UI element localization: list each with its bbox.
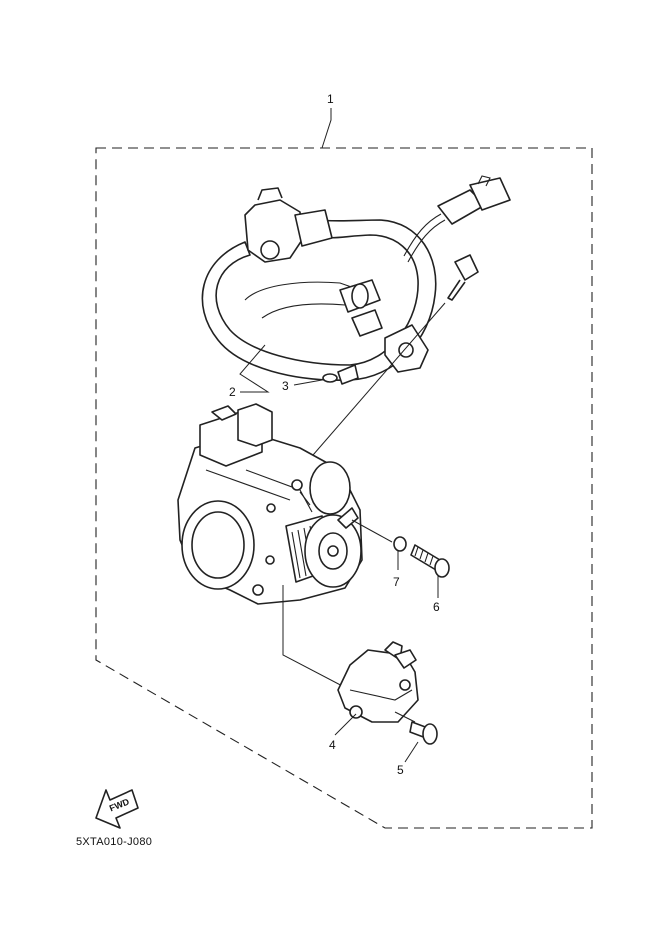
leader-4 xyxy=(334,713,357,736)
callout-4: 4 xyxy=(329,738,336,752)
leader-5 xyxy=(404,741,419,763)
callout-2: 2 xyxy=(229,385,236,399)
callout-1: 1 xyxy=(327,92,334,106)
leader-3 xyxy=(293,379,323,386)
injector-harness xyxy=(201,175,511,385)
throttle-sensor xyxy=(337,641,419,723)
callout-3: 3 xyxy=(282,379,289,393)
callout-5: 5 xyxy=(397,763,404,777)
drawing-code: 5XTA010-J080 xyxy=(76,836,153,848)
callout-6: 6 xyxy=(433,600,440,614)
leader-2 xyxy=(239,344,270,393)
fwd-arrow-icon xyxy=(95,789,139,829)
callout-7: 7 xyxy=(393,575,400,589)
throttle-body xyxy=(177,403,363,605)
screw xyxy=(394,711,438,745)
leader-1 xyxy=(321,108,332,149)
adjust-screw xyxy=(410,544,450,578)
o-ring-7 xyxy=(393,536,407,552)
